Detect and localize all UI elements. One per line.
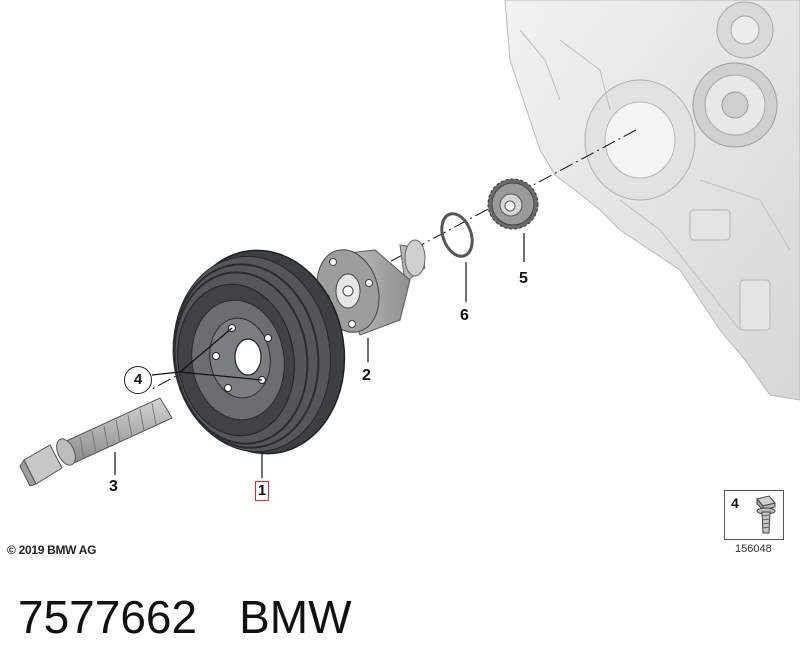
engine-block xyxy=(504,0,800,401)
shim-ring xyxy=(440,212,474,258)
drawing-reference-number: 156048 xyxy=(735,543,772,555)
copyright-notice: © 2019 BMW AG xyxy=(7,543,97,557)
callout-2[interactable]: 2 xyxy=(362,367,371,384)
part-number: 7577662 xyxy=(18,591,198,643)
callout-1-highlighted[interactable]: 1 xyxy=(255,481,269,501)
brand-name: BMW xyxy=(239,591,352,643)
callout-3[interactable]: 3 xyxy=(109,478,118,495)
exploded-parts-diagram xyxy=(19,0,800,487)
inset-callout-number: 4 xyxy=(731,495,739,511)
leader-lines xyxy=(114,233,525,478)
belt-pulley xyxy=(172,249,346,455)
callout-6[interactable]: 6 xyxy=(460,307,469,324)
callout-5[interactable]: 5 xyxy=(519,270,528,287)
sprocket xyxy=(487,178,539,230)
callout-4-circled[interactable]: 4 xyxy=(124,366,152,394)
central-bolt xyxy=(19,397,173,487)
inset-detail-box[interactable]: 4 xyxy=(724,490,784,540)
part-caption: 7577662 BMW xyxy=(18,590,352,644)
inset-bolt-icon xyxy=(756,495,776,534)
